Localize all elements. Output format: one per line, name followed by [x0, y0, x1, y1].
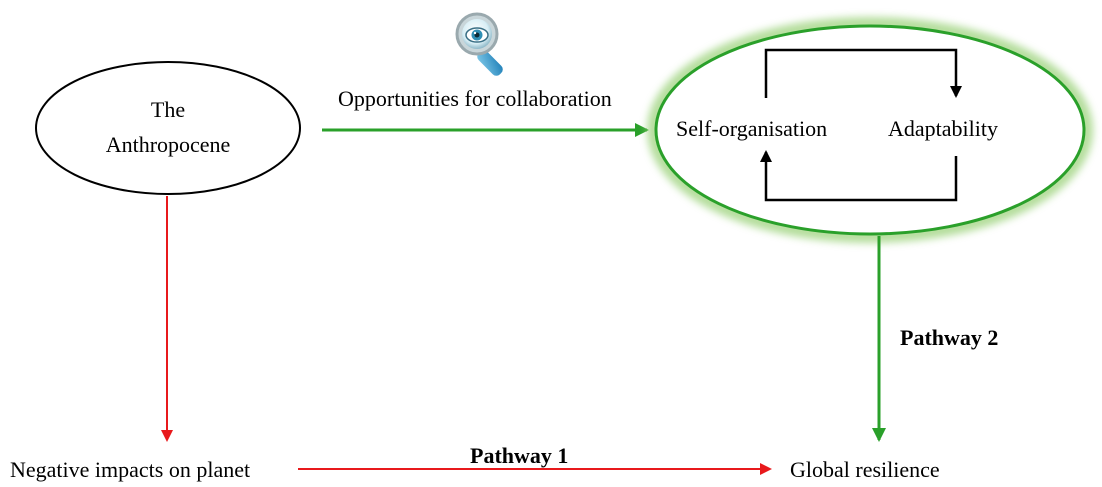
- feedback-loop: [760, 48, 962, 202]
- anthropocene-label-line1: The: [151, 97, 185, 122]
- self-organisation-label: Self-organisation: [676, 116, 827, 141]
- adaptive-system-node: Self-organisation Adaptability: [647, 17, 1093, 243]
- negative-impacts-label: Negative impacts on planet: [10, 457, 250, 482]
- anthropocene-label-line2: Anthropocene: [106, 132, 231, 157]
- adaptability-label: Adaptability: [888, 116, 998, 141]
- feedback-arrow-top: [764, 48, 962, 98]
- magnifying-glass-eye-icon: [455, 12, 503, 76]
- anthropocene-node: The Anthropocene: [35, 61, 301, 195]
- pathway2-label: Pathway 2: [900, 325, 998, 350]
- adaptive-system-ellipse: [654, 24, 1086, 236]
- anthropocene-ellipse: [35, 61, 301, 195]
- feedback-arrow-bottom: [760, 150, 958, 202]
- pathway1-label: Pathway 1: [470, 443, 568, 468]
- global-resilience-label: Global resilience: [790, 457, 940, 482]
- collaboration-label: Opportunities for collaboration: [338, 86, 612, 111]
